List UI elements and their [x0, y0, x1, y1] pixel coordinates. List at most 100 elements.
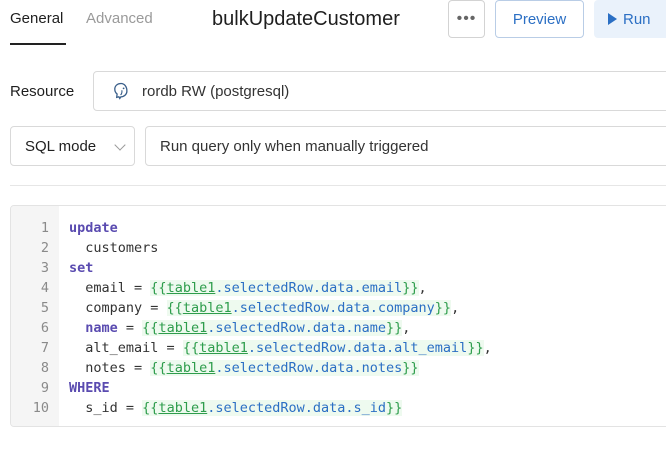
- template-object: table1: [199, 340, 248, 356]
- template-path: .selectedRow.data.alt_email: [247, 340, 468, 356]
- active-tab-indicator: [10, 43, 66, 45]
- run-button[interactable]: Run: [594, 0, 666, 38]
- template-reference: table1.selectedRow.data.email: [166, 280, 403, 296]
- code-line: 2 customers: [11, 238, 666, 258]
- code-text: customers: [85, 240, 159, 256]
- template-object: table1: [166, 360, 216, 376]
- template-close: }}: [402, 360, 419, 376]
- code-indent: [69, 320, 85, 336]
- code-text: company =: [85, 300, 167, 316]
- line-code: email = {{table1.selectedRow.data.email}…: [69, 278, 427, 298]
- section-divider: [10, 185, 666, 186]
- code-line: 7 alt_email = {{table1.selectedRow.data.…: [11, 338, 666, 358]
- template-open: {{: [150, 280, 167, 296]
- template-close: }}: [434, 300, 452, 316]
- line-number: 7: [40, 340, 49, 356]
- run-label: Run: [623, 10, 651, 28]
- sql-keyword: update: [69, 220, 118, 236]
- code-text: notes =: [85, 360, 151, 376]
- line-number: 6: [40, 320, 49, 336]
- line-number: 8: [40, 360, 49, 376]
- template-open: {{: [142, 320, 159, 336]
- code-line: 8 notes = {{table1.selectedRow.data.note…: [11, 358, 666, 378]
- code-line: 9 WHERE: [11, 378, 666, 398]
- line-number: 5: [40, 300, 49, 316]
- sql-mode-select[interactable]: SQL mode: [10, 126, 135, 166]
- template-path: .selectedRow.data.notes: [215, 360, 403, 376]
- line-number: 3: [40, 260, 49, 276]
- line-code: alt_email = {{table1.selectedRow.data.al…: [69, 338, 492, 358]
- sql-keyword: name: [85, 320, 118, 336]
- line-number: 9: [40, 380, 49, 396]
- chevron-down-icon: [114, 139, 126, 151]
- template-close: }}: [386, 400, 403, 416]
- template-object: table1: [182, 300, 232, 316]
- template-open: {{: [182, 340, 200, 356]
- code-text: alt_email =: [85, 340, 183, 356]
- template-open: {{: [150, 360, 167, 376]
- line-number: 1: [40, 220, 49, 236]
- code-line: 10 s_id = {{table1.selectedRow.data.s_id…: [11, 398, 666, 418]
- tab-general[interactable]: General: [10, 10, 64, 27]
- template-reference: table1.selectedRow.data.notes: [166, 360, 403, 376]
- tab-advanced[interactable]: Advanced: [86, 10, 153, 27]
- code-line: 3 set: [11, 258, 666, 278]
- code-text: email =: [85, 280, 151, 296]
- sql-keyword: WHERE: [69, 380, 110, 396]
- play-icon: [608, 13, 617, 25]
- code-indent: [69, 300, 85, 316]
- template-object: table1: [158, 400, 208, 416]
- code-indent: [69, 240, 85, 256]
- template-reference: table1.selectedRow.data.s_id: [158, 400, 387, 416]
- line-code: update: [69, 218, 118, 238]
- resource-label: Resource: [10, 83, 75, 100]
- line-code: set: [69, 258, 93, 278]
- resource-select[interactable]: rordb RW (postgresql): [93, 71, 666, 111]
- trigger-mode-select[interactable]: Run query only when manually triggered: [145, 126, 666, 166]
- line-code: s_id = {{table1.selectedRow.data.s_id}}: [69, 398, 403, 418]
- template-reference: table1.selectedRow.data.alt_email: [199, 340, 468, 356]
- line-code: name = {{table1.selectedRow.data.name}},: [69, 318, 410, 338]
- line-number: 4: [40, 280, 49, 296]
- sql-keyword: set: [69, 260, 94, 276]
- template-object: table1: [158, 320, 208, 336]
- line-number-gutter: [11, 206, 59, 426]
- template-path: .selectedRow.data.email: [215, 280, 403, 296]
- preview-button[interactable]: Preview: [495, 0, 584, 38]
- line-number: 2: [40, 240, 49, 256]
- query-title: bulkUpdateCustomer: [212, 8, 400, 30]
- code-indent: [69, 340, 85, 356]
- query-header: General Advanced bulkUpdateCustomer ••• …: [0, 0, 666, 46]
- template-close: }}: [402, 280, 419, 296]
- code-indent: [69, 280, 85, 296]
- code-punctuation: ,: [483, 340, 492, 356]
- code-text: s_id =: [85, 400, 143, 416]
- line-code: notes = {{table1.selectedRow.data.notes}…: [69, 358, 419, 378]
- template-path: .selectedRow.data.s_id: [207, 400, 387, 416]
- template-close: }}: [386, 320, 403, 336]
- trigger-mode-value: Run query only when manually triggered: [160, 137, 429, 155]
- code-line: 5 company = {{table1.selectedRow.data.co…: [11, 298, 666, 318]
- resource-value: rordb RW (postgresql): [142, 82, 290, 100]
- line-code: company = {{table1.selectedRow.data.comp…: [69, 298, 459, 318]
- code-text: =: [117, 320, 143, 336]
- postgresql-elephant-icon: [114, 82, 128, 100]
- code-punctuation: ,: [418, 280, 427, 296]
- code-line: 6 name = {{table1.selectedRow.data.name}…: [11, 318, 666, 338]
- template-open: {{: [166, 300, 183, 316]
- more-options-button[interactable]: •••: [448, 0, 485, 38]
- code-punctuation: ,: [402, 320, 411, 336]
- more-dots-icon: •••: [456, 10, 477, 27]
- sql-mode-value: SQL mode: [25, 137, 97, 155]
- template-close: }}: [467, 340, 484, 356]
- template-path: .selectedRow.data.name: [207, 320, 387, 336]
- code-punctuation: ,: [451, 300, 460, 316]
- code-line: 1 update: [11, 218, 666, 238]
- line-code: WHERE: [69, 378, 110, 398]
- line-number: 10: [32, 400, 49, 416]
- template-object: table1: [166, 280, 216, 296]
- template-reference: table1.selectedRow.data.name: [158, 320, 387, 336]
- template-path: .selectedRow.data.company: [231, 300, 435, 316]
